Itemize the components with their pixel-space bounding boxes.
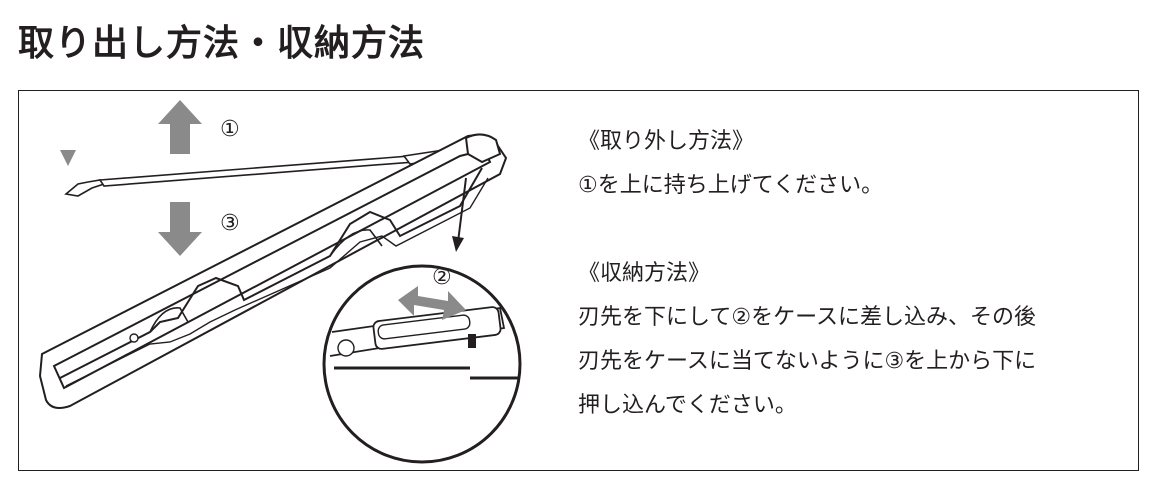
storage-text-line: 刃先を下にして②をケースに差し込み、その後 <box>578 305 1036 330</box>
arrow-up-icon <box>158 100 202 154</box>
tip-pointer-icon <box>60 150 76 166</box>
page-title: 取り出し方法・収納方法 <box>18 23 426 64</box>
removal-text: ①を上に持ち上げてください。 <box>578 173 884 198</box>
storage-case <box>38 133 508 409</box>
step-2-label: ② <box>432 265 452 290</box>
zoom-detail <box>322 264 522 464</box>
step-3-label: ③ <box>220 211 240 236</box>
storage-text-line: 刃先をケースに当てないように③を上から下に <box>578 349 1037 374</box>
slide-double-arrow-icon <box>398 286 466 320</box>
pointer-arrow-icon <box>452 177 467 252</box>
removal-heading: 《取り外し方法》 <box>578 129 755 154</box>
arrow-down-icon <box>158 202 202 256</box>
spacer <box>578 208 1036 252</box>
tool-illustration: ① ③ <box>38 100 522 464</box>
storage-heading: 《収納方法》 <box>578 261 711 286</box>
content-frame <box>18 90 1139 471</box>
step-1-label: ① <box>220 117 240 142</box>
storage-text-line: 押し込んでください。 <box>578 393 797 418</box>
instructions: 《取り外し方法》 ①を上に持ち上げてください。 《収納方法》 刃先を下にして②を… <box>578 120 1036 428</box>
